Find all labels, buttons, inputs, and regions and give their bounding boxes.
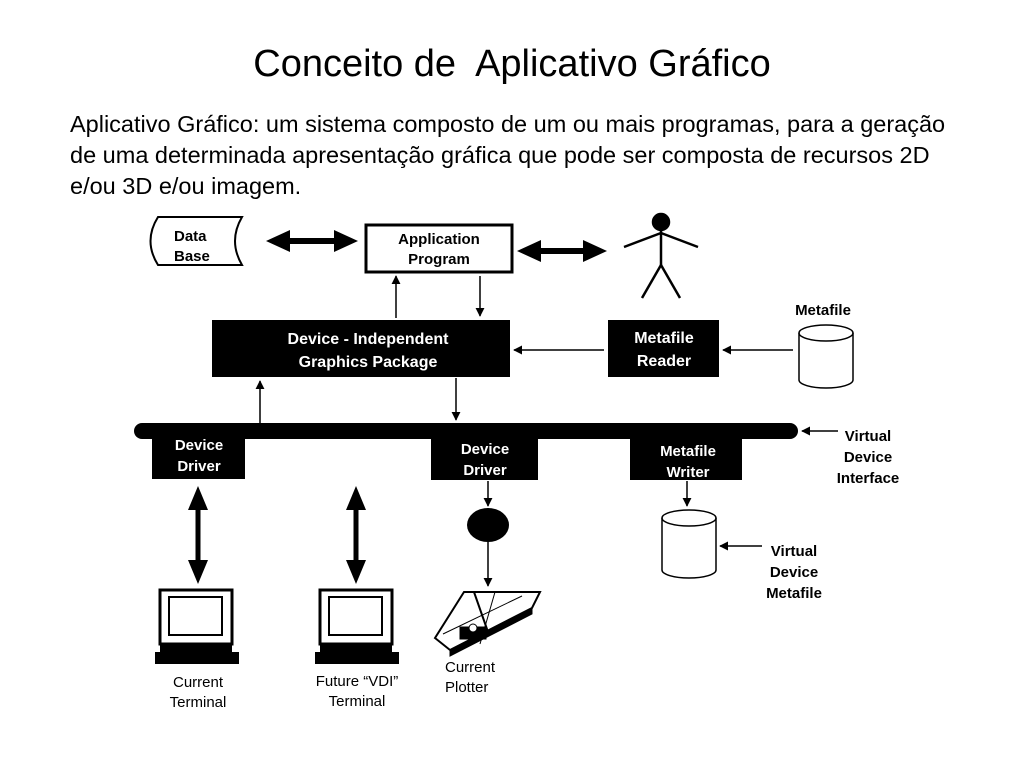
future-terminal-line2: Terminal — [329, 693, 386, 710]
vdi-label-line3: Interface — [837, 470, 900, 487]
device-driver-left-box: Device Driver — [152, 433, 245, 479]
database-label-line2: Base — [174, 248, 210, 265]
metafile-reader-line2: Reader — [637, 353, 691, 370]
database-shape: Data Base — [149, 216, 244, 266]
current-terminal-line1: Current — [173, 674, 224, 691]
vdm-label-line2: Device — [770, 564, 818, 581]
metafile-reader-box: Metafile Reader — [608, 320, 719, 377]
future-terminal-double-arrow — [346, 486, 366, 584]
metafile-label: Metafile — [795, 302, 851, 319]
metafile-writer-box: Metafile Writer — [630, 433, 742, 481]
metafile-writer-line2: Writer — [666, 464, 709, 481]
current-plotter-line1: Current — [445, 659, 496, 676]
intro-text: Aplicativo Gráfico: um sistema composto … — [70, 111, 946, 199]
user-icon — [623, 212, 699, 299]
device-driver-mid-box: Device Driver — [431, 433, 538, 480]
vdm-label-line3: Metafile — [766, 585, 822, 602]
virtual-device-metafile-label: Virtual Device Metafile — [766, 543, 822, 602]
vdi-label-line2: Device — [844, 449, 892, 466]
device-driver-mid-line2: Driver — [463, 462, 507, 479]
graphics-package-line1: Device - Independent — [288, 331, 450, 348]
application-program-box: Application Program — [364, 223, 514, 274]
metafile-cylinder-icon — [798, 324, 854, 389]
future-terminal-computer-icon — [315, 588, 399, 664]
plotter-pen-icon — [467, 508, 509, 542]
driver-terminal-double-arrow — [188, 486, 208, 584]
virtual-device-interface-label: Virtual Device Interface — [837, 428, 900, 487]
device-driver-left-line1: Device — [175, 437, 223, 454]
current-terminal-computer-icon — [155, 588, 239, 664]
virtual-device-metafile-cylinder-icon — [661, 509, 717, 579]
application-program-line2: Program — [408, 251, 470, 268]
database-app-double-arrow — [266, 230, 358, 252]
future-terminal-line1: Future “VDI” — [316, 673, 399, 690]
vdm-label-line1: Virtual — [771, 543, 817, 560]
application-program-line1: Application — [398, 231, 480, 248]
current-terminal-line2: Terminal — [170, 694, 227, 711]
metafile-writer-line1: Metafile — [660, 443, 716, 460]
plotter-icon — [433, 591, 542, 657]
slide-title: Conceito de Aplicativo Gráfico — [253, 43, 771, 85]
device-driver-left-line2: Driver — [177, 458, 221, 475]
vdi-label-line1: Virtual — [845, 428, 891, 445]
database-label-line1: Data — [174, 228, 207, 245]
current-plotter-line2: Plotter — [445, 679, 488, 696]
metafile-reader-line1: Metafile — [634, 330, 694, 347]
graphics-package-line2: Graphics Package — [299, 354, 438, 371]
graphics-package-box: Device - Independent Graphics Package — [212, 320, 510, 377]
app-user-double-arrow — [517, 240, 607, 262]
device-driver-mid-line1: Device — [461, 441, 509, 458]
